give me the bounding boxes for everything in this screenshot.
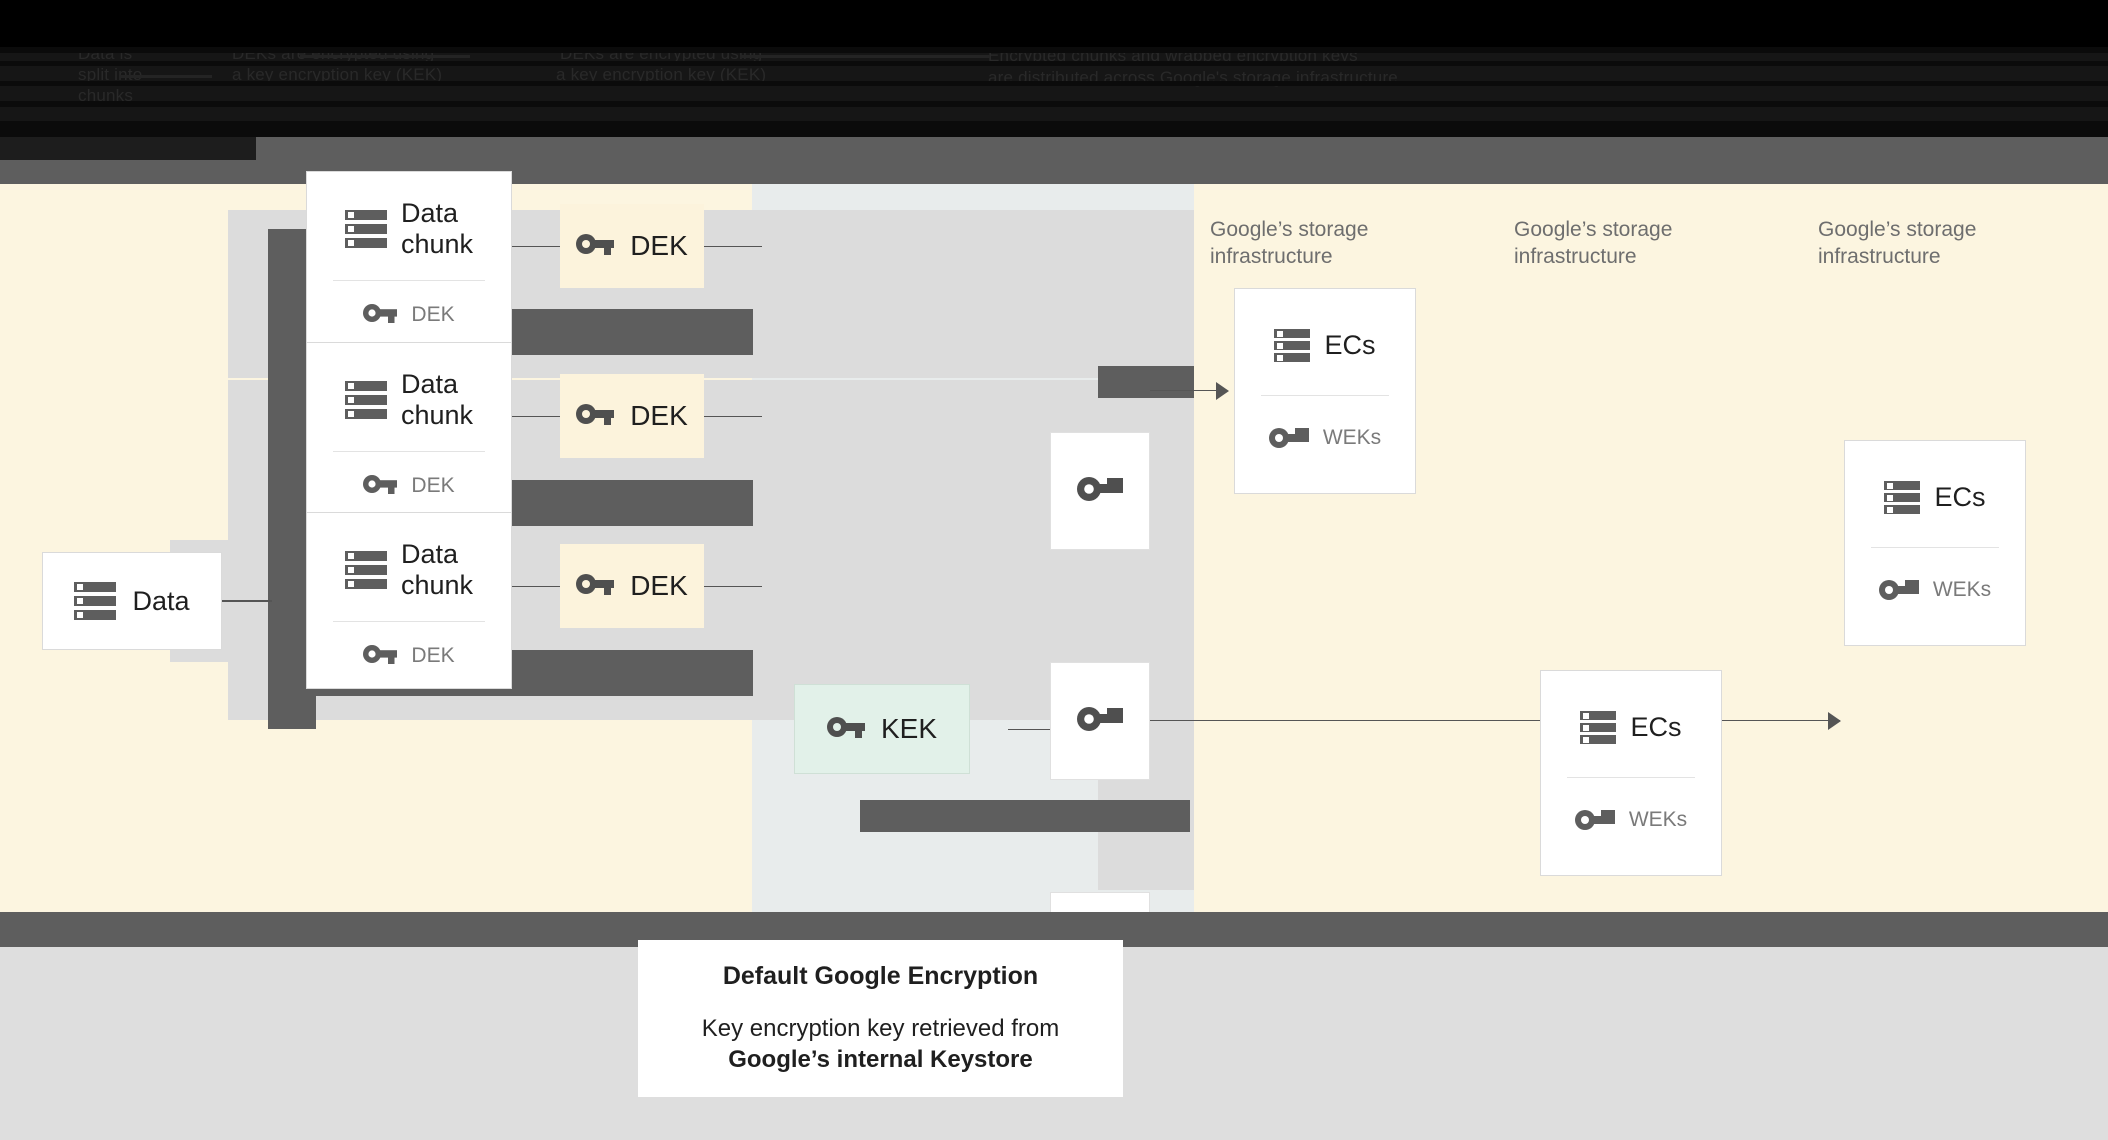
link-kek-wek2 — [1008, 729, 1066, 730]
server-icon — [1884, 480, 1921, 514]
key-icon — [363, 302, 398, 329]
caption-body: Key encryption key retrieved from Google… — [702, 1013, 1059, 1075]
data-source-label: Data — [132, 585, 190, 616]
wrapped-key-band — [1098, 210, 1194, 890]
connector-wrapped-stub — [1098, 366, 1194, 398]
server-icon — [344, 210, 387, 248]
storage-key-label-3: WEKs — [1628, 808, 1688, 831]
key-icon — [1077, 704, 1123, 739]
storage-title-2: ECs — [1934, 481, 1986, 512]
kek-box[interactable]: KEK — [794, 684, 970, 774]
storage-key-label-1: WEKs — [1322, 426, 1382, 449]
key-icon — [576, 402, 615, 431]
link-data-to-trunk — [222, 600, 272, 602]
header-text-left-3: chunks — [78, 86, 134, 105]
caption-card: Default Google Encryption Key encryption… — [638, 940, 1123, 1097]
link-dek2-wek2 — [704, 416, 762, 417]
server-icon — [1274, 328, 1311, 362]
key-icon — [363, 643, 398, 670]
key-icon — [1574, 805, 1615, 836]
server-icon — [344, 381, 387, 419]
dek-label-2: DEK — [630, 400, 688, 431]
server-icon — [344, 551, 387, 589]
link-dek3-wek3 — [704, 586, 762, 587]
link-chunk3-dek3 — [512, 586, 560, 587]
key-icon — [1077, 474, 1123, 509]
data-chunk-key-label-3: DEK — [411, 644, 455, 667]
arrow-line-1 — [1150, 390, 1226, 391]
kek-label: KEK — [880, 713, 938, 744]
dek-label-3: DEK — [630, 570, 688, 601]
wrapped-key-box-1[interactable] — [1050, 432, 1150, 550]
caption-title: Default Google Encryption — [722, 962, 1039, 990]
header-obscured-text-band: Data is split into chunks DEKs are encry… — [0, 47, 2108, 137]
key-icon — [363, 473, 398, 500]
storage-key-label-2: WEKs — [1932, 578, 1992, 601]
key-icon — [1878, 575, 1919, 606]
header-text-left-2: split into — [78, 65, 143, 84]
infra-label-3: Google’s storage infrastructure — [1818, 218, 1977, 268]
header-text-mid-b: a key encryption key (KEK) — [232, 65, 443, 84]
storage-card-3[interactable]: ECs WEKs — [1540, 670, 1722, 876]
storage-title-1: ECs — [1324, 329, 1376, 360]
connector-bottom-stub — [860, 800, 1190, 832]
dek-box-1[interactable]: DEK — [560, 204, 704, 288]
arrow-line-2 — [1150, 720, 1840, 721]
dek-label-1: DEK — [630, 230, 688, 261]
key-icon — [826, 715, 865, 744]
caption-body-line2: Google’s internal Keystore — [728, 1046, 1033, 1073]
key-icon — [576, 232, 615, 261]
link-chunk1-dek1 — [512, 246, 560, 247]
server-icon — [1580, 710, 1617, 744]
dek-box-2[interactable]: DEK — [560, 374, 704, 458]
storage-card-2[interactable]: ECs WEKs — [1844, 440, 2026, 646]
key-icon — [1268, 423, 1309, 454]
storage-card-1[interactable]: ECs WEKs — [1234, 288, 1416, 494]
infra-label-1: Google’s storage infrastructure — [1210, 218, 1369, 268]
key-icon — [576, 572, 615, 601]
link-dek1-wek1 — [704, 246, 762, 247]
header-text-center-b: a key encryption key (KEK) — [556, 65, 767, 84]
arrow-head-2 — [1828, 712, 1841, 730]
data-chunk-key-label-1: DEK — [411, 303, 455, 326]
infra-label-2: Google’s storage infrastructure — [1514, 218, 1673, 268]
dek-box-3[interactable]: DEK — [560, 544, 704, 628]
server-icon — [74, 582, 117, 620]
data-source-card[interactable]: Data — [42, 552, 222, 650]
caption-body-line1: Key encryption key retrieved from — [701, 1015, 1060, 1042]
wrapped-key-box-2[interactable] — [1050, 662, 1150, 780]
link-chunk2-dek2 — [512, 416, 560, 417]
header-black-notch — [0, 137, 256, 160]
header-black-bar — [0, 0, 2108, 47]
data-chunk-key-label-2: DEK — [411, 474, 455, 497]
storage-title-3: ECs — [1630, 711, 1682, 742]
arrow-head-1 — [1216, 382, 1229, 400]
